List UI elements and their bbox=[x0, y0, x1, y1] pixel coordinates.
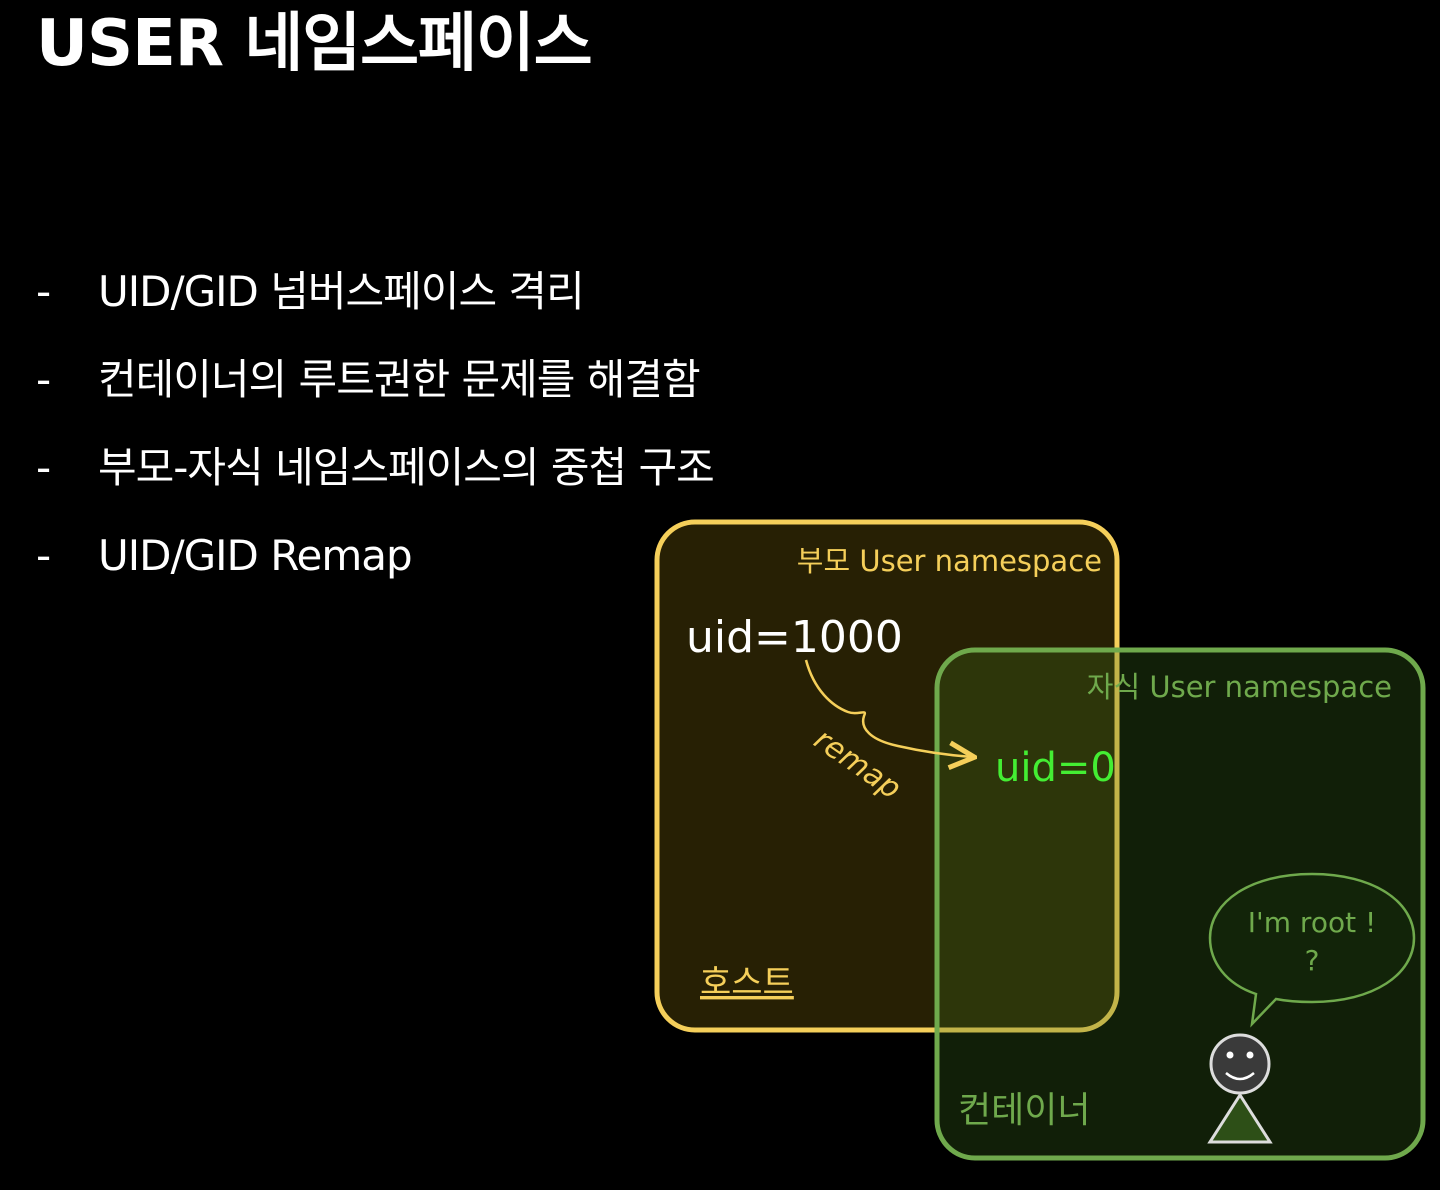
bullet-item: - UID/GID Remap bbox=[36, 512, 714, 600]
bullet-text: 컨테이너의 루트권한 문제를 해결함 bbox=[98, 355, 701, 404]
bullet-text: UID/GID Remap bbox=[98, 531, 413, 580]
speech-line-1: I'm root ! bbox=[1248, 906, 1376, 939]
bullet-item: - 컨테이너의 루트권한 문제를 해결함 bbox=[36, 336, 714, 424]
host-caption: 호스트 bbox=[700, 963, 794, 1003]
bullet-item: - 부모-자식 네임스페이스의 중첩 구조 bbox=[36, 424, 715, 512]
smiley-person-icon bbox=[1207, 1033, 1273, 1144]
container-caption: 컨테이너 bbox=[958, 1090, 1090, 1131]
bullet-marker: - bbox=[36, 355, 51, 404]
parent-uid: uid=1000 bbox=[686, 612, 903, 663]
remap-arrow bbox=[804, 659, 972, 757]
bullet-marker: - bbox=[36, 531, 51, 580]
speech-line-2: ? bbox=[1305, 944, 1320, 977]
bullet-marker: - bbox=[36, 443, 51, 492]
child-uid: uid=0 bbox=[995, 745, 1116, 791]
page-title: USER 네임스페이스 bbox=[36, 7, 593, 81]
speech-bubble bbox=[1208, 872, 1416, 1028]
bullet-text: 부모-자식 네임스페이스의 중첩 구조 bbox=[98, 443, 715, 492]
child-namespace-label: 자식 User namespace bbox=[1087, 670, 1392, 704]
parent-namespace-label: 부모 User namespace bbox=[797, 544, 1102, 578]
bullet-item: - UID/GID 넘버스페이스 격리 bbox=[36, 248, 714, 336]
bullet-marker: - bbox=[36, 267, 51, 316]
child-namespace-box bbox=[934, 647, 1426, 1161]
bullet-list: - UID/GID 넘버스페이스 격리 - 컨테이너의 루트권한 문제를 해결함… bbox=[36, 248, 715, 600]
bullet-text: UID/GID 넘버스페이스 격리 bbox=[98, 267, 585, 316]
